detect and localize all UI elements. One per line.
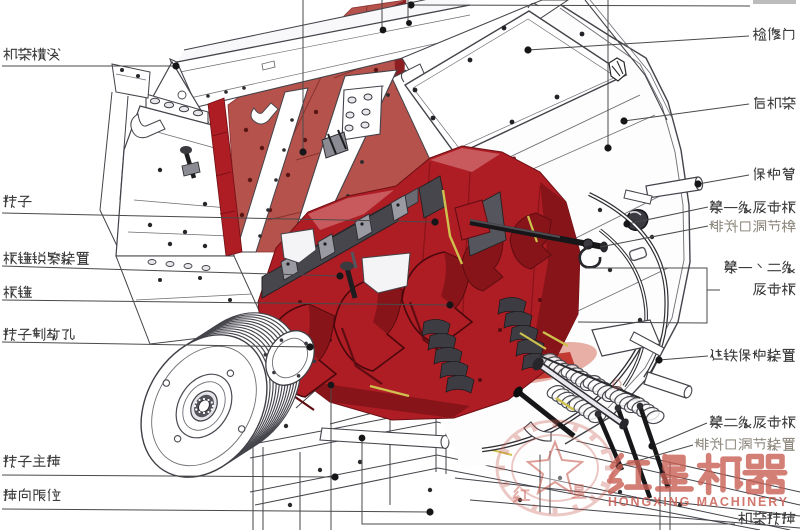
svg-text:HONGXING MACHINERY: HONGXING MACHINERY — [608, 495, 789, 509]
